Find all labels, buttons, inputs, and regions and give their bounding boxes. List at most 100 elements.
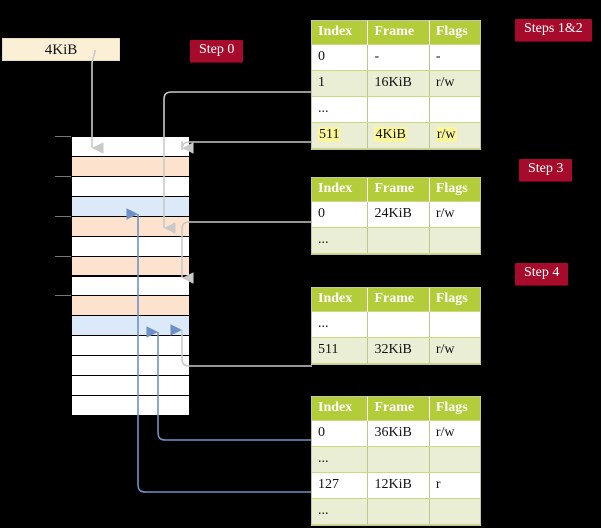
cell-index: 1 xyxy=(312,70,369,98)
table-row: ... xyxy=(312,311,480,339)
cell-index: 0 xyxy=(312,420,369,448)
memory-frame-free-10 xyxy=(71,335,190,357)
memory-frame-page-table-4 xyxy=(71,215,190,237)
table-row: ... xyxy=(312,96,480,124)
column-header-flags: Flags xyxy=(429,21,480,45)
wire-table1-row511-seg xyxy=(181,141,312,151)
memory-frame-free-13 xyxy=(71,395,190,416)
highlight-span: 511 xyxy=(318,127,341,143)
memory-frame-data-9 xyxy=(71,315,190,337)
cell-flags: r/w xyxy=(429,420,480,448)
cell-frame: 36KiB xyxy=(367,420,430,448)
column-header-index: Index xyxy=(312,288,369,312)
column-header-frame: Frame xyxy=(367,397,430,421)
wire-table3-row511-from-memory xyxy=(170,324,312,367)
memory-frame-free-12 xyxy=(71,375,190,397)
cell-frame xyxy=(367,311,430,339)
memory-frame-tick-2 xyxy=(55,175,71,177)
column-header-index: Index xyxy=(312,397,369,421)
physical-memory-column xyxy=(71,136,190,416)
cell-flags xyxy=(429,446,480,474)
cell-frame: - xyxy=(367,44,430,72)
column-header-index: Index xyxy=(312,178,369,202)
column-header-frame: Frame xyxy=(367,288,430,312)
column-header-frame: Frame xyxy=(367,178,430,202)
cell-flags: r/w xyxy=(429,201,480,229)
cell-index: ... xyxy=(312,446,369,474)
memory-frame-data-3 xyxy=(71,195,190,217)
cell-flags: r/w xyxy=(429,337,480,365)
memory-frame-free-2 xyxy=(71,175,190,197)
wire-table2-row0-to-memory xyxy=(181,221,312,284)
cell-frame xyxy=(367,96,430,124)
memory-frame-page-table-6 xyxy=(71,255,190,277)
memory-frame-page-table-8 xyxy=(71,295,190,317)
highlight-span: 4KiB xyxy=(374,127,407,143)
source-size-box: 4KiB xyxy=(2,38,120,61)
cell-flags: r/w xyxy=(429,70,480,98)
step-badge-step3: Step 3 xyxy=(519,159,573,181)
memory-frame-free-0 xyxy=(71,136,190,157)
table-row: ... xyxy=(312,498,480,526)
step-badge-steps1and2: Steps 1&2 xyxy=(515,19,592,41)
table-row: ... xyxy=(312,227,480,255)
cell-frame: 16KiB xyxy=(367,70,430,98)
column-header-index: Index xyxy=(312,21,369,45)
cell-index: 127 xyxy=(312,472,369,500)
column-header-flags: Flags xyxy=(429,397,480,421)
memory-frame-tick-8 xyxy=(55,295,71,297)
cell-index: 0 xyxy=(312,44,369,72)
cell-flags xyxy=(429,311,480,339)
memory-frame-tick-0 xyxy=(55,136,71,137)
cell-flags: - xyxy=(429,44,480,72)
table-row: 0-- xyxy=(312,44,480,72)
wire-source-to-frame xyxy=(91,49,104,154)
memory-frame-tick-6 xyxy=(55,255,71,257)
column-header-frame: Frame xyxy=(367,21,430,45)
cell-index: 511 xyxy=(312,337,369,365)
cell-index: ... xyxy=(312,227,369,255)
step-badge-step0: Step 0 xyxy=(190,40,244,62)
cell-flags xyxy=(429,498,480,526)
memory-frame-free-5 xyxy=(71,235,190,257)
column-header-flags: Flags xyxy=(429,178,480,202)
memory-frame-tick-4 xyxy=(55,215,71,217)
table-row: ... xyxy=(312,446,480,474)
cell-frame xyxy=(367,498,430,526)
cell-frame: 32KiB xyxy=(367,337,430,365)
memory-frame-free-11 xyxy=(71,355,190,377)
cell-index: ... xyxy=(312,96,369,124)
cell-flags: r/w xyxy=(429,122,480,150)
cell-flags xyxy=(429,96,480,124)
cell-frame: 4KiB xyxy=(367,122,430,150)
table-row: 511 4KiB r/w xyxy=(312,122,480,150)
cell-frame xyxy=(367,227,430,255)
column-header-flags: Flags xyxy=(429,288,480,312)
memory-frame-free-7 xyxy=(71,275,190,297)
cell-flags: r xyxy=(429,472,480,500)
cell-frame: 12KiB xyxy=(367,472,430,500)
cell-index: ... xyxy=(312,498,369,526)
cell-index: ... xyxy=(312,311,369,339)
memory-frame-page-table-1 xyxy=(71,155,190,177)
step-badge-step4: Step 4 xyxy=(515,263,569,285)
cell-frame: 24KiB xyxy=(367,201,430,229)
cell-index: 0 xyxy=(312,201,369,229)
highlight-span: r/w xyxy=(435,127,457,143)
cell-flags xyxy=(429,227,480,255)
cell-index: 511 xyxy=(312,122,369,150)
